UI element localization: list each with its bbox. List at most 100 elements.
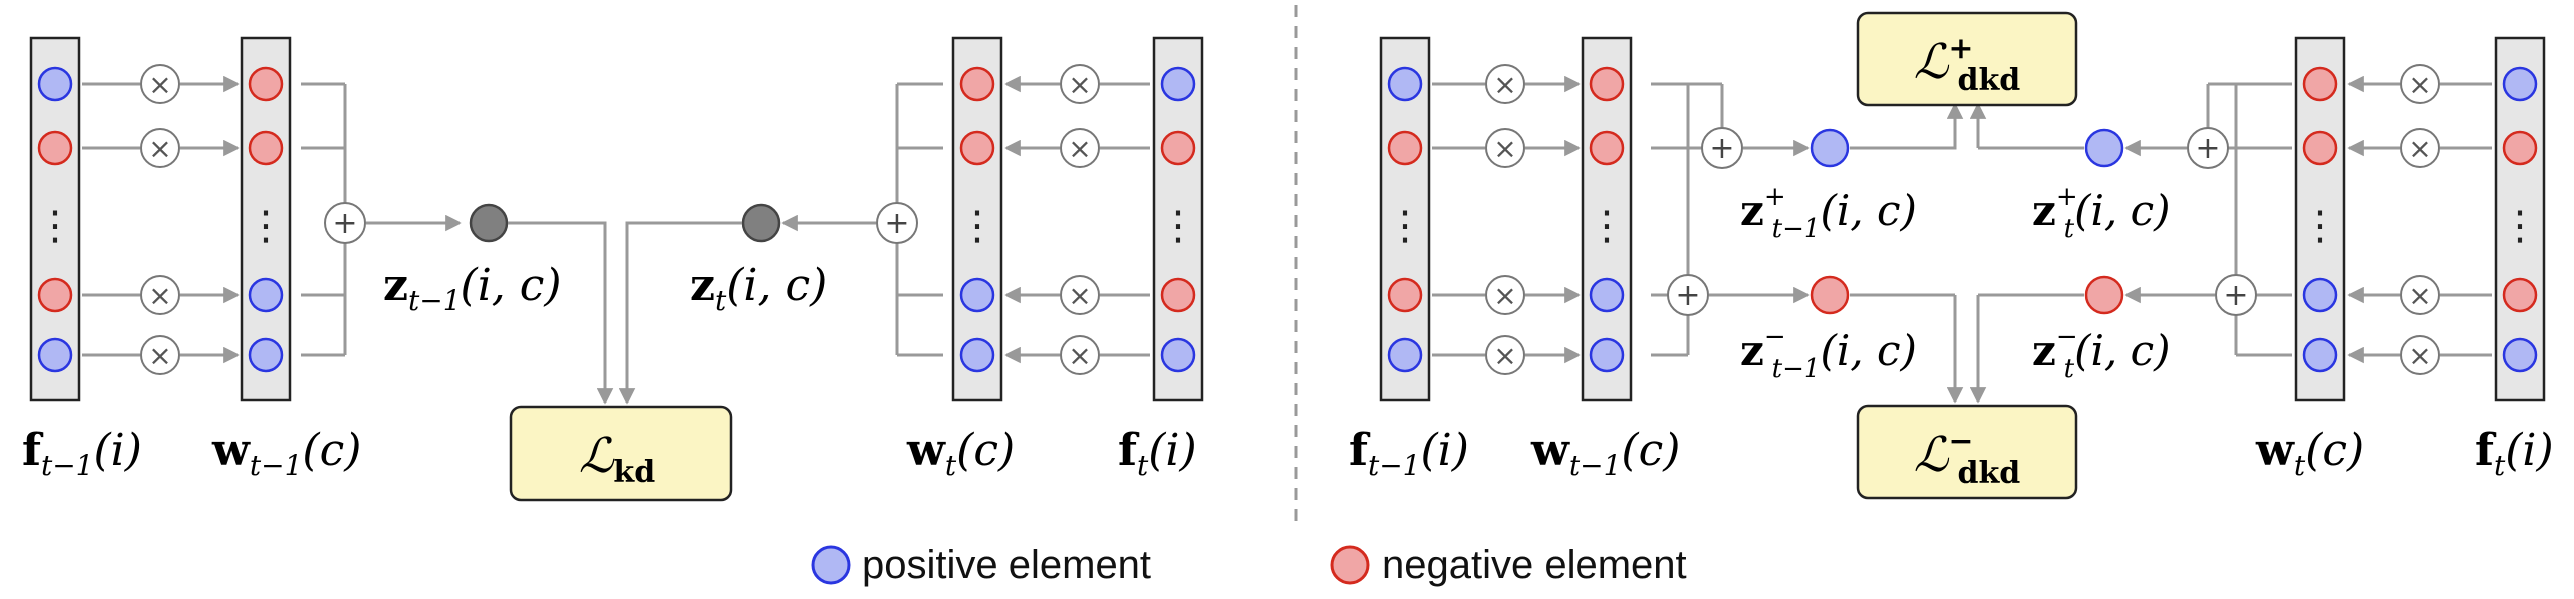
positive-element: [2302, 277, 2338, 313]
plus-icon: +: [2195, 131, 2220, 166]
feature-vector-cur-column: ⋮: [2494, 36, 2546, 402]
multiply-icon: ×: [148, 339, 171, 372]
positive-element: [1160, 66, 1196, 102]
feature-prev-label: ft−1(i): [1349, 425, 1469, 482]
feature-cur-label: ft(i): [2475, 425, 2554, 482]
positive-logit-cur-node: [2084, 128, 2124, 168]
positive-element: [1589, 337, 1625, 373]
sum-op-cur: +: [876, 202, 918, 244]
positive-logit-prev-node: [1810, 128, 1850, 168]
sum-op-negative-prev: +: [1667, 274, 1709, 316]
multiply-icon: ×: [1493, 132, 1516, 165]
positive-element: [959, 277, 995, 313]
feature-vector-prev-column: ⋮: [29, 36, 81, 402]
multiply-icon: ×: [148, 68, 171, 101]
negative-element: [37, 277, 73, 313]
logit-to-loss-connectors: [508, 221, 742, 405]
positive-element: [1387, 66, 1423, 102]
weight-cur-label: wt(c): [2255, 425, 2364, 482]
negative-element: [248, 66, 284, 102]
negative-element: [2302, 66, 2338, 102]
weight-prev-label: wt−1(c): [211, 425, 361, 482]
multiply-ops-prev: × × × ×: [1432, 64, 1581, 375]
vdots-icon: ⋮: [1158, 203, 1198, 249]
dkd-positive-loss-box: ℒ+dkd: [1856, 11, 2078, 107]
negative-logit-prev-label: z−t−1(i, c): [1740, 322, 1917, 384]
negative-logit-cur-node: [2084, 275, 2124, 315]
negative-element: [1160, 277, 1196, 313]
plus-icon: +: [884, 206, 909, 241]
negative-logit-prev-node: [1810, 275, 1850, 315]
positive-element: [2502, 337, 2538, 373]
multiply-icon: ×: [1493, 339, 1516, 372]
positive-element: [37, 337, 73, 373]
weight-cur-label: wt(c): [906, 425, 1015, 482]
negative-element: [2302, 130, 2338, 166]
logit-prev-label: zt−1(i, c): [383, 260, 562, 317]
svg-text:ℒ−dkd: ℒ−dkd: [1914, 424, 2020, 491]
sum-connectors-cur: [781, 82, 943, 357]
sum-op-positive-prev: +: [1701, 127, 1743, 169]
multiply-icon: ×: [1493, 279, 1516, 312]
multiply-ops-prev: × × × ×: [82, 64, 240, 375]
multiply-icon: ×: [2408, 279, 2431, 312]
legend-negative: negative element: [1330, 543, 1687, 587]
svg-text:ℒ+dkd: ℒ+dkd: [1914, 31, 2020, 98]
negative-element: [2502, 130, 2538, 166]
legend-negative-label: negative element: [1382, 543, 1687, 587]
logit-cur-label: zt(i, c): [690, 260, 827, 317]
multiply-icon: ×: [1068, 68, 1091, 101]
negative-element: [1387, 277, 1423, 313]
positive-element: [37, 66, 73, 102]
positive-element: [1589, 277, 1625, 313]
negative-element: [1589, 130, 1625, 166]
vdots-icon: ⋮: [1385, 203, 1425, 249]
legend: positive element negative element: [811, 543, 1687, 587]
dkd-negative-loss-box: ℒ−dkd: [1856, 404, 2078, 500]
svg-text:ℒkd: ℒkd: [579, 428, 655, 490]
dkd-panel: ⋮ ⋮ ⋮ ⋮ ×××× ××××: [1349, 11, 2554, 500]
logit-prev-node: [469, 203, 509, 243]
vdots-icon: ⋮: [957, 203, 997, 249]
negative-loss-connectors: [1850, 293, 2084, 404]
negative-element: [248, 130, 284, 166]
vdots-icon: ⋮: [35, 203, 75, 249]
positive-loss-connectors: [1850, 102, 2084, 150]
positive-element: [248, 337, 284, 373]
vdots-icon: ⋮: [246, 203, 286, 249]
multiply-icon: ×: [1493, 68, 1516, 101]
plus-icon: +: [1709, 131, 1734, 166]
sum-op-negative-cur: +: [2215, 274, 2257, 316]
sum-op-prev: +: [324, 202, 366, 244]
weight-vector-prev-column: ⋮: [240, 36, 292, 402]
negative-element: [1387, 130, 1423, 166]
plus-icon: +: [1675, 278, 1700, 313]
feature-prev-label: ft−1(i): [22, 425, 142, 482]
positive-logit-prev-label: z+t−1(i, c): [1740, 182, 1917, 244]
positive-element: [1160, 337, 1196, 373]
negative-logit-cur-label: z−t(i, c): [2032, 322, 2171, 384]
multiply-icon: ×: [2408, 132, 2431, 165]
multiply-icon: ×: [2408, 68, 2431, 101]
vdots-icon: ⋮: [1587, 203, 1627, 249]
legend-positive: positive element: [811, 543, 1151, 587]
negative-element: [1160, 130, 1196, 166]
positive-element: [1387, 337, 1423, 373]
positive-element: [248, 277, 284, 313]
plus-icon: +: [332, 206, 357, 241]
weight-vector-cur-column: ⋮: [951, 36, 1003, 402]
multiply-icon: ×: [148, 279, 171, 312]
negative-element: [959, 66, 995, 102]
kd-loss-box: ℒkd: [509, 405, 733, 502]
multiply-icon: ×: [2408, 339, 2431, 372]
multiply-icon: ×: [148, 132, 171, 165]
feature-vector-cur-column: ⋮: [1152, 36, 1204, 402]
multiply-icon: ×: [1068, 132, 1091, 165]
multiply-icon: ×: [1068, 279, 1091, 312]
positive-element: [959, 337, 995, 373]
multiply-ops-cur: × × × ×: [2347, 64, 2492, 375]
positive-element: [2302, 337, 2338, 373]
weight-vector-prev-column: ⋮: [1581, 36, 1633, 402]
negative-element: [2502, 277, 2538, 313]
